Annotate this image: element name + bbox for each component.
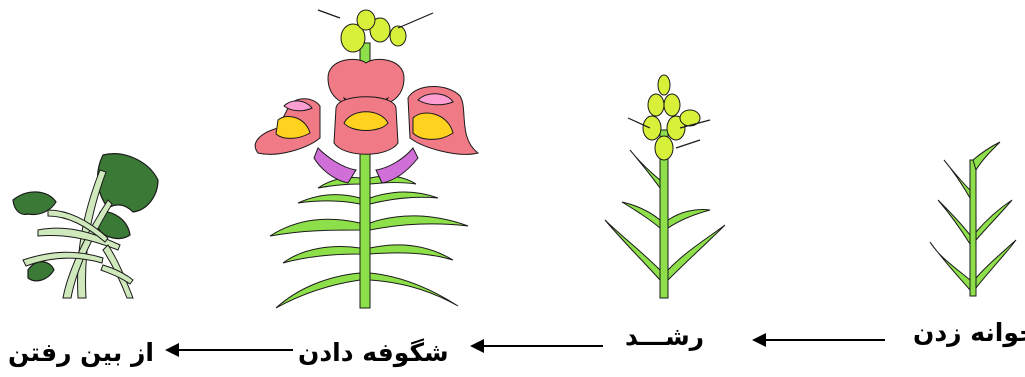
stage-label-flowering: شگوفه دادن [298,338,449,367]
wilting-plant-illustration [8,150,163,300]
stage-label-seedling: جوانه زدن [913,318,1025,347]
stage-label-wilting: از بین رفتن [8,338,154,367]
seedling-illustration [928,140,1018,298]
growing-plant-illustration [600,70,730,300]
arrow-growth-to-flowering [470,336,605,356]
stage-label-growth: رشـــد [625,322,704,351]
arrow-flowering-to-wilting [165,340,295,360]
flowering-plant-illustration [248,8,484,313]
arrow-seedling-to-growth [752,330,887,350]
